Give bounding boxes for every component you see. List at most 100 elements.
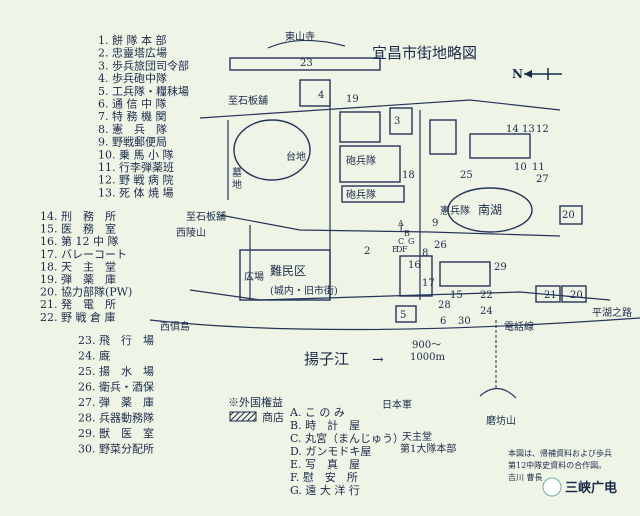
- masuyama-label: 磨坊山: [486, 414, 516, 427]
- jieqiao-label: 日本軍: [382, 398, 412, 411]
- scale-from: 900～: [412, 340, 441, 351]
- num-5: 5: [400, 310, 406, 321]
- pingshan-label: 平湖之路: [592, 306, 632, 319]
- nanko-label: 南湖: [478, 202, 502, 217]
- xiling-label: 西陵山: [176, 227, 206, 239]
- legend-item: 19. 弾 薬 庫: [40, 272, 116, 286]
- legend-item: 1. 餅 隊 本 部: [98, 33, 166, 47]
- denwa-label: 電話線: [504, 320, 534, 333]
- map-letter-marker: E: [392, 245, 398, 254]
- walled-label: (城内・旧市街): [270, 284, 338, 297]
- hohei2-label: 砲兵隊: [346, 188, 376, 201]
- hohei-label: 砲兵隊: [346, 154, 376, 167]
- cemetery-b: 地: [232, 178, 242, 191]
- watermark-label: 三峡广电: [565, 480, 617, 496]
- river-arrow: →: [372, 352, 384, 368]
- to-banpu-1: 至石板舗: [228, 94, 268, 107]
- legend-letter-item: G. 遠 大 洋 行: [290, 483, 360, 497]
- scale-to: 1000m: [410, 352, 445, 363]
- num-26: 26: [434, 240, 447, 251]
- num-15: 15: [450, 290, 463, 301]
- num-28: 28: [438, 300, 451, 311]
- num-2: 2: [364, 246, 370, 257]
- legend-item: 2. 忠靈塔広場: [98, 47, 167, 60]
- map-letter-marker: F: [402, 245, 408, 254]
- cemetery-a: 墓: [232, 166, 242, 179]
- num-8: 8: [422, 248, 428, 259]
- legend-item: 6. 通 信 中 隊: [98, 97, 166, 111]
- num-23: 23: [300, 58, 313, 69]
- legend-item: 29. 獣 医 室: [78, 426, 154, 440]
- num-4: 4: [318, 90, 324, 101]
- legend-item: 11. 行李弾薬班: [98, 160, 174, 174]
- city-blocks: [239, 79, 587, 323]
- legend-item: 25. 揚 水 場: [78, 365, 154, 378]
- legend-item: 12. 野 戦 病 院: [98, 173, 173, 187]
- num-24: 24: [480, 306, 493, 317]
- road-network: [189, 99, 611, 301]
- num-3: 3: [394, 116, 400, 127]
- num-20: 20: [562, 210, 575, 221]
- map-letter-marker: A: [397, 219, 404, 228]
- map-letter-marker: B: [404, 229, 410, 238]
- num-29: 29: [494, 262, 507, 273]
- legend-item: 14. 刑 務 所: [40, 209, 116, 223]
- legend-item: 16. 第 12 中 隊: [40, 234, 118, 248]
- foreign-interest: ※外国権益: [228, 395, 283, 409]
- num-21: 21: [544, 290, 557, 301]
- legend-item: 27. 弾 薬 庫: [78, 395, 154, 409]
- taichi-plateau: [233, 119, 311, 181]
- num-20b: 20: [570, 290, 583, 301]
- map-numbers: 4 19 3 18 25 14 13 12 10 11 27 20 2 1 8 …: [318, 90, 583, 327]
- tenshu-label: 天主堂: [402, 431, 432, 443]
- legend-item: 22. 野 戦 倉 庫: [40, 310, 115, 324]
- legend-item: 9. 野戦郵便局: [98, 136, 167, 149]
- svg-text:吉川 曹長: 吉川 曹長: [508, 472, 543, 482]
- kenpei-label: 憲兵隊: [440, 204, 470, 217]
- legend-item: 17. バレーコート: [40, 248, 127, 261]
- yangtze-label: 揚子江: [304, 350, 349, 368]
- map-letter-marker: C: [398, 237, 404, 246]
- dongshan-temple: 東山寺 23: [229, 30, 381, 71]
- num-10: 10: [514, 162, 527, 173]
- legend-item: 28. 兵器動務隊: [78, 411, 154, 425]
- legend-item: 7. 特 務 機 関: [98, 109, 166, 123]
- north-arrow: N: [512, 67, 562, 81]
- legend-item: 23. 飛 行 場: [78, 334, 154, 347]
- num-16: 16: [408, 260, 421, 271]
- legend-item: 4. 歩兵砲中隊: [98, 71, 167, 85]
- map-letter-marker: D: [396, 245, 402, 254]
- watermark: 三峡广电: [542, 477, 617, 497]
- num-9: 9: [432, 218, 438, 229]
- taichi-label: 台地: [286, 150, 306, 163]
- legend-letter-item: E. 写 真 屋: [290, 457, 360, 471]
- legend-letter-item: C. 丸宮（まんじゅう）: [290, 431, 404, 445]
- num-14: 14: [506, 124, 519, 135]
- map-letter-marker: G: [408, 237, 414, 246]
- num-6: 6: [440, 316, 446, 327]
- nanko-lake: [447, 187, 533, 233]
- legend-letter-item: F. 慰 安 所: [290, 470, 358, 484]
- legend-item: 20. 協力部隊(PW): [40, 285, 132, 299]
- num-17: 17: [422, 278, 435, 289]
- legend-item: 3. 歩兵旅団司令部: [98, 58, 189, 72]
- num-22: 22: [480, 290, 493, 301]
- svg-text:第12中隊史資料の合作図。: 第12中隊史資料の合作図。: [508, 460, 606, 470]
- legend-item: 21. 発 電 所: [40, 297, 116, 311]
- north-label: N: [512, 67, 523, 81]
- shops-label: 商店: [262, 410, 284, 424]
- num-18: 18: [402, 170, 415, 181]
- nanmin-label: 難民区: [270, 263, 306, 278]
- num-11: 11: [532, 162, 545, 173]
- legend-letter-item: D. ガンモドキ屋: [290, 445, 371, 458]
- legend-item: 24. 廐: [78, 349, 110, 363]
- num-1: 1: [398, 224, 404, 235]
- legend-letter-item: B. 時 計 屋: [290, 418, 360, 432]
- legend-letter-item: A. こ の み: [289, 406, 345, 419]
- map-title: 宜昌市街地略図: [372, 44, 477, 62]
- legend-item: 30. 野菜分配所: [78, 443, 154, 456]
- dongshan-label: 東山寺: [285, 30, 315, 43]
- hiroba-label: 広場: [244, 270, 264, 283]
